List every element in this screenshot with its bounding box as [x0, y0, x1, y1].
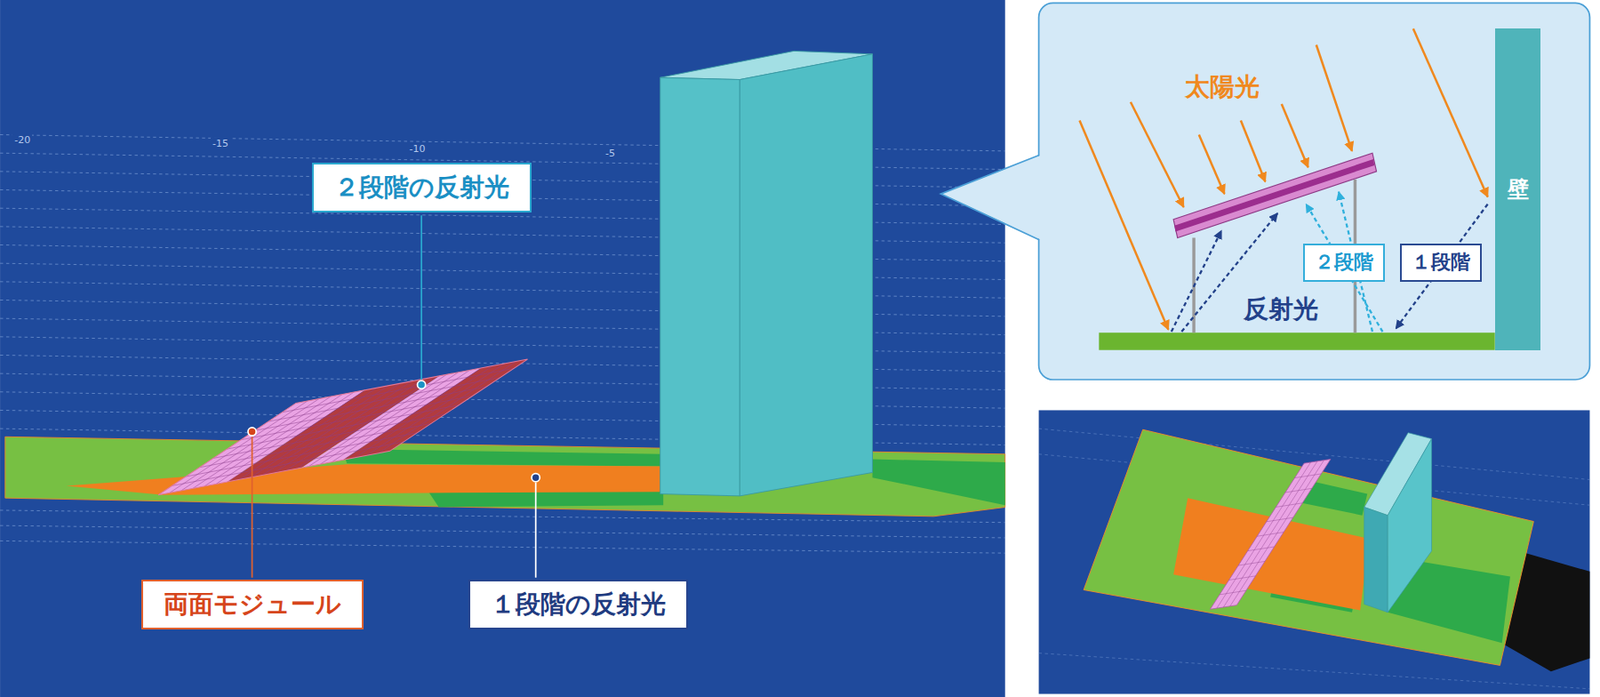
ground-plane [1083, 429, 1534, 665]
node-text: 両面モジュール [163, 589, 342, 620]
stage-tag: ２段階 [1303, 243, 1385, 282]
shadow-patch [428, 490, 664, 507]
node-text: 壁 [1507, 177, 1529, 201]
bubble-pointer [940, 154, 1040, 240]
callout-bubble [1039, 2, 1591, 380]
panel-ground [1039, 409, 1591, 694]
grid-line [1039, 428, 1591, 689]
node-text: ２段階の反射光 [334, 172, 510, 203]
node-text: １段階 [1411, 250, 1471, 274]
sunlight-arrow [1080, 28, 1488, 330]
bubble-pointer [940, 154, 1040, 240]
callout-box: １段階の反射光 [468, 579, 688, 630]
reflection-area [66, 464, 664, 495]
callout-box: 両面モジュール [141, 579, 364, 630]
solar-panel [1173, 152, 1376, 238]
panel-ground [0, 0, 1006, 697]
axis-number: -15 [210, 137, 231, 150]
shadow-patch [872, 459, 1005, 506]
stage-tag: １段階 [1400, 243, 1482, 282]
shadow-patch [342, 448, 664, 467]
ground [1098, 332, 1495, 351]
wall: 壁 [1495, 28, 1542, 351]
axis-number: -20 [12, 134, 32, 146]
leader-line [248, 215, 540, 577]
heading-label: 太陽光 [1183, 72, 1262, 103]
callout-box: ２段階の反射光 [312, 162, 532, 213]
bifacial-module [1209, 459, 1330, 610]
heading-label: 反射光 [1241, 294, 1320, 325]
wall-block [1364, 432, 1432, 613]
wall-block [660, 50, 873, 496]
axis-number: -10 [408, 143, 428, 155]
axis-number: -5 [603, 147, 617, 160]
node-text: ２段階 [1314, 250, 1374, 274]
bifacial-module [158, 359, 528, 496]
node-text: １段階の反射光 [490, 589, 666, 620]
